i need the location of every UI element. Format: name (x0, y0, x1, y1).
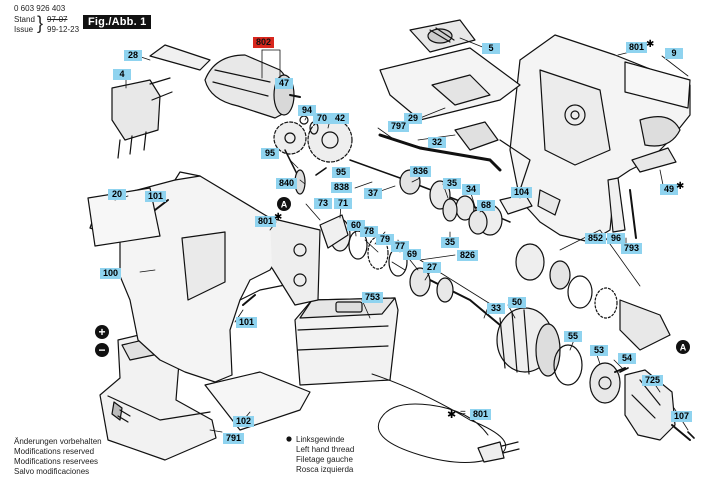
callout-5: 5 (482, 43, 500, 54)
callout-50: 50 (508, 297, 526, 308)
callout-826: 826 (457, 250, 479, 261)
callout-47: 47 (275, 78, 293, 89)
brace-glyph: } (37, 13, 44, 33)
callout-840: 840 (276, 178, 298, 189)
callout-797: 797 (388, 121, 410, 132)
callout-104: 104 (511, 187, 533, 198)
mod-notice-fr: Modifications reservees (14, 457, 99, 466)
new-date: 99-12-23 (47, 25, 80, 34)
callout-101-b: 101 (236, 317, 258, 328)
callout-102: 102 (233, 416, 255, 427)
housing-left (87, 171, 321, 383)
callout-60: 60 (347, 220, 365, 231)
callout-801-mid: 801 (255, 216, 277, 227)
mod-notice-en: Modifications reserved (14, 447, 95, 456)
callout-836: 836 (410, 166, 432, 177)
marker-plus-text: + (98, 325, 105, 339)
callout-53: 53 (590, 345, 608, 356)
gear-housing (496, 243, 671, 377)
callout-94: 94 (298, 105, 316, 116)
callout-95-b: 95 (332, 167, 350, 178)
switch-cover (379, 19, 521, 121)
callout-29: 29 (404, 113, 422, 124)
callout-70: 70 (313, 113, 331, 124)
left-thread-fr: Filetage gauche (296, 455, 353, 464)
callout-852: 852 (585, 233, 607, 244)
callout-28: 28 (124, 50, 142, 61)
callout-69: 69 (403, 249, 421, 260)
callout-20: 20 (108, 189, 126, 200)
callout-96: 96 (607, 233, 625, 244)
callout-100: 100 (100, 268, 122, 279)
callout-35-a: 35 (443, 178, 461, 189)
left-thread-en: Left hand thread (296, 445, 355, 454)
callout-73: 73 (314, 198, 332, 209)
marker-a-right (676, 340, 690, 354)
star-legend-symbol: ✱ (447, 408, 457, 421)
callout-78: 78 (360, 226, 378, 237)
clutch-rings (319, 214, 431, 297)
star-49: ✱ (676, 181, 685, 192)
old-date: 97-07 (47, 15, 68, 24)
callout-71: 71 (334, 198, 352, 209)
mod-notice-de: Änderungen vorbehalten (14, 437, 102, 446)
marker-minus (95, 343, 109, 357)
callout-54: 54 (618, 353, 636, 364)
callout-34: 34 (462, 184, 480, 195)
callout-68: 68 (477, 200, 495, 211)
callout-37: 37 (364, 188, 382, 199)
callout-838: 838 (331, 182, 353, 193)
callout-802: 802 (253, 37, 275, 48)
callout-32: 32 (428, 137, 446, 148)
mod-notice-es: Salvo modificaciones (14, 467, 90, 476)
stand-label: Stand (14, 15, 35, 24)
doc-number: 0 603 926 403 (14, 4, 66, 13)
star-legend-equals: = (460, 408, 466, 419)
marker-minus-text: − (98, 343, 105, 357)
callout-55: 55 (564, 331, 582, 342)
callout-77: 77 (391, 241, 409, 252)
chuck-assembly (553, 344, 691, 441)
callout-33: 33 (487, 303, 505, 314)
star-legend-ref: 801 (470, 409, 492, 420)
marker-a-left-text: A (281, 200, 288, 210)
callout-9: 9 (665, 48, 683, 59)
battery-charger (294, 297, 520, 463)
switch-module (111, 77, 173, 159)
callout-791: 791 (223, 433, 245, 444)
star-801-mid: ✱ (274, 212, 283, 223)
callout-42: 42 (331, 113, 349, 124)
marker-a-right-text: A (680, 343, 687, 353)
callout-27: 27 (423, 262, 441, 273)
housing-right (499, 34, 691, 243)
issue-label: Issue (14, 25, 34, 34)
marker-plus (95, 325, 109, 339)
left-thread-es: Rosca izquierda (296, 465, 354, 474)
callout-753: 753 (362, 292, 384, 303)
callout-793: 793 (621, 243, 643, 254)
star-801-top: ✱ (646, 39, 655, 50)
small-parts (378, 121, 677, 239)
callout-4: 4 (113, 69, 131, 80)
left-thread-de: Linksgewinde (296, 435, 345, 444)
callout-35-b: 35 (441, 237, 459, 248)
callout-725: 725 (642, 375, 664, 386)
belt-clip (204, 371, 311, 431)
marker-a-left (277, 197, 291, 211)
callout-801-top: 801 (626, 42, 648, 53)
callout-95-a: 95 (261, 148, 279, 159)
callout-79: 79 (376, 234, 394, 245)
figure-label: Fig./Abb. 1 (83, 15, 152, 29)
callout-49: 49 (660, 184, 678, 195)
callout-101-a: 101 (145, 191, 167, 202)
reference-markers: A A + − (95, 197, 690, 357)
callout-107: 107 (671, 411, 693, 422)
gear-set (273, 115, 353, 195)
